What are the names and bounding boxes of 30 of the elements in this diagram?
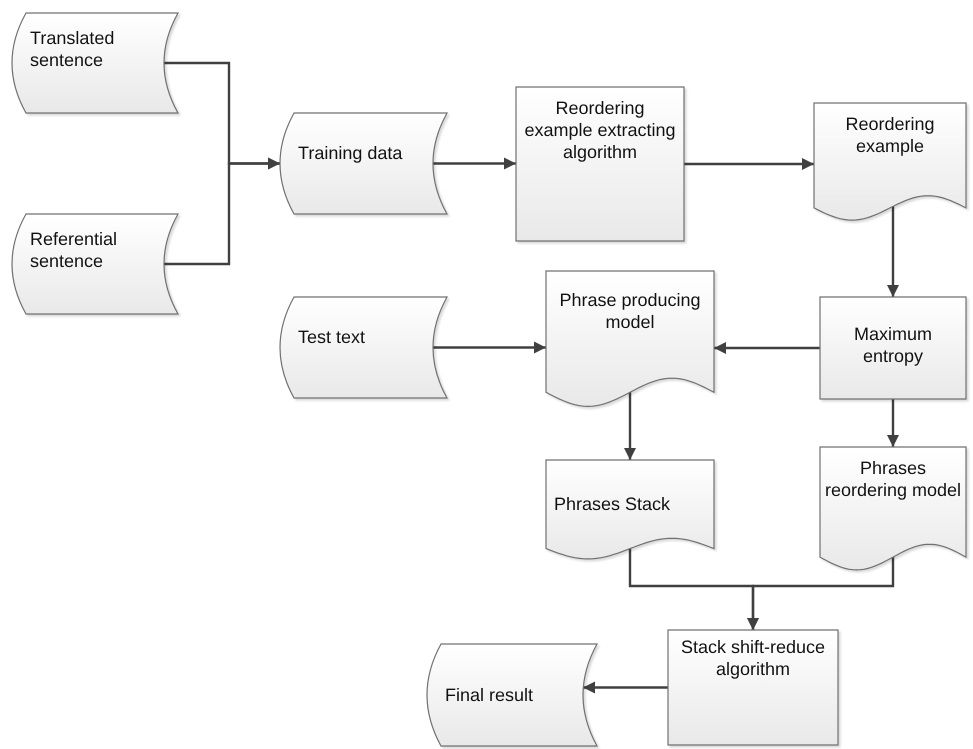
node-label: Translated sentence <box>30 27 116 71</box>
arrow <box>164 158 280 266</box>
arrow <box>583 682 668 694</box>
stored-data-shape <box>12 214 178 314</box>
arrow <box>887 206 899 297</box>
stored-data-shape <box>12 13 178 113</box>
process-box <box>668 630 838 745</box>
node-label: Phrases reordering model <box>824 457 962 501</box>
arrow <box>684 158 814 170</box>
arrow <box>624 392 636 460</box>
stored-data-shape <box>280 297 447 398</box>
arrow <box>433 158 516 170</box>
process-box <box>820 297 966 399</box>
arrow <box>747 557 894 630</box>
node-label: Reordering example extracting algorithm <box>523 97 677 163</box>
stored-data-shape <box>427 644 597 746</box>
node-label: Maximum entropy <box>852 323 933 367</box>
process-box <box>516 87 684 241</box>
node-label: Test text <box>298 326 366 348</box>
arrow <box>714 342 820 354</box>
node-label: Phrases Stack <box>554 493 672 515</box>
node-label: Reordering example <box>844 113 936 157</box>
node-label: Referential sentence <box>30 228 118 272</box>
arrow <box>887 399 899 447</box>
node-label: Final result <box>445 684 534 706</box>
stored-data-shape <box>280 113 447 214</box>
node-label: Phrase producing model <box>558 289 702 333</box>
node-label: Training data <box>298 142 404 164</box>
arrow <box>433 342 546 354</box>
node-label: Stack shift-reduce algorithm <box>680 636 826 680</box>
